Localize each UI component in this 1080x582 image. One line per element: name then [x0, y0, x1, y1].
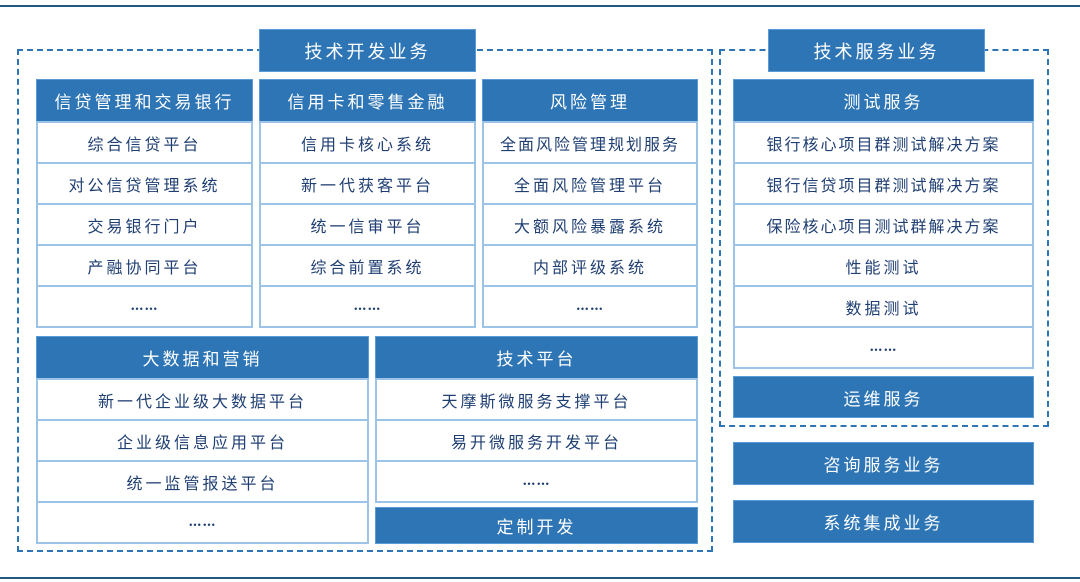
bigdata-item: 统一监管报送平台: [36, 460, 369, 503]
ops-service-box: 运维服务: [733, 376, 1034, 418]
testing-item: 性能测试: [733, 244, 1034, 287]
col-risk-header: 风险管理: [482, 79, 698, 122]
col-card-item: 新一代获客平台: [259, 162, 476, 205]
col-risk-item: 大额风险暴露系统: [482, 203, 698, 246]
bottom-rule: [0, 577, 1080, 579]
testing-item: 银行核心项目群测试解决方案: [733, 121, 1034, 164]
tech-dev-title: 技术开发业务: [259, 29, 476, 72]
col-risk-item: 内部评级系统: [482, 244, 698, 287]
col-card-header: 信用卡和零售金融: [259, 79, 476, 122]
tech-service-title: 技术服务业务: [768, 29, 985, 72]
col-card-item: 统一信审平台: [259, 203, 476, 246]
testing-item: 保险核心项目测试群解决方案: [733, 203, 1034, 246]
col-risk-more: ……: [482, 285, 698, 328]
integration-box: 系统集成业务: [733, 500, 1034, 543]
testing-item: 数据测试: [733, 285, 1034, 328]
col-credit-more: ……: [36, 285, 253, 328]
bigdata-item: 企业级信息应用平台: [36, 419, 369, 462]
col-card-more: ……: [259, 285, 476, 328]
col-card-item: 信用卡核心系统: [259, 121, 476, 164]
col-credit-item: 对公信贷管理系统: [36, 162, 253, 205]
testing-header: 测试服务: [733, 79, 1034, 122]
col-credit-header: 信贷管理和交易银行: [36, 79, 253, 122]
col-credit-item: 交易银行门户: [36, 203, 253, 246]
custom-dev-box: 定制开发: [375, 507, 698, 544]
bigdata-item: 新一代企业级大数据平台: [36, 378, 369, 421]
top-rule: [0, 5, 1080, 7]
consulting-box: 咨询服务业务: [733, 442, 1034, 485]
col-card-item: 综合前置系统: [259, 244, 476, 287]
col-credit-item: 综合信贷平台: [36, 121, 253, 164]
techplatform-more: ……: [375, 460, 698, 503]
col-credit-item: 产融协同平台: [36, 244, 253, 287]
techplatform-item: 易开微服务开发平台: [375, 419, 698, 462]
col-risk-item: 全面风险管理平台: [482, 162, 698, 205]
col-risk-item: 全面风险管理规划服务: [482, 121, 698, 164]
bigdata-header: 大数据和营销: [36, 336, 369, 379]
techplatform-item: 天摩斯微服务支撑平台: [375, 378, 698, 421]
techplatform-header: 技术平台: [375, 336, 698, 379]
bigdata-more: ……: [36, 501, 369, 544]
testing-more: ……: [733, 326, 1034, 369]
testing-item: 银行信贷项目群测试解决方案: [733, 162, 1034, 205]
